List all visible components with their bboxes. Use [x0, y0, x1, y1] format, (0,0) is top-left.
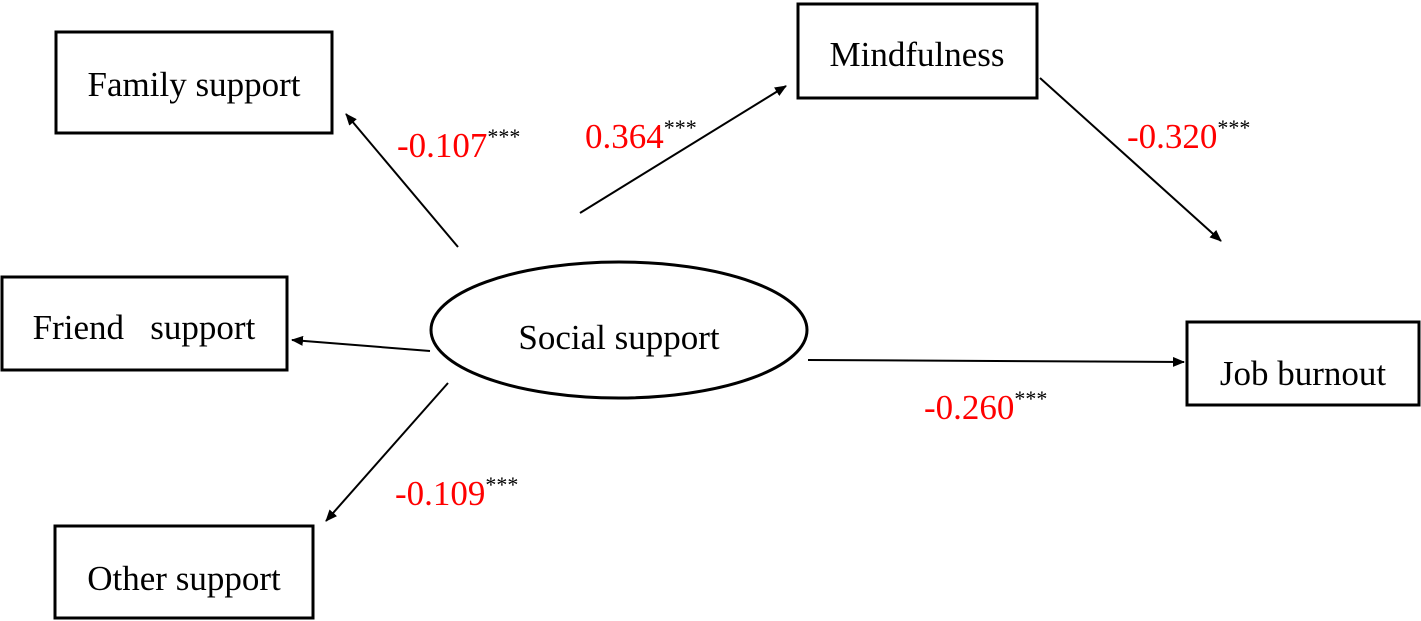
node-label: Mindfulness	[830, 35, 1005, 74]
edge-mindfulness-to-burnout	[1039, 77, 1222, 242]
coefficient-value: -0.260	[924, 388, 1014, 427]
node-friend-support: Friend support	[0, 275, 289, 372]
node-social-support: Social support	[429, 260, 809, 400]
coefficient-value: -0.109	[395, 474, 485, 513]
svg-text:-0.107***: -0.107***	[397, 124, 520, 165]
node-label: Other support	[87, 559, 281, 598]
coef-social-to-other: -0.109***	[395, 472, 518, 513]
edge-social-to-friend	[291, 335, 431, 352]
svg-text:-0.320***: -0.320***	[1127, 115, 1250, 156]
coef-social-to-family: -0.107***	[397, 124, 520, 165]
node-other-support: Other support	[53, 524, 315, 620]
svg-text:-0.260***: -0.260***	[924, 386, 1047, 427]
coefficient-value: -0.320	[1127, 117, 1217, 156]
edge-social-to-family	[345, 113, 459, 248]
coef-social-to-mindfulness: 0.364***	[585, 115, 697, 156]
significance-stars: ***	[485, 472, 518, 497]
coef-mindfulness-to-burnout: -0.320***	[1127, 115, 1250, 156]
significance-stars: ***	[487, 124, 520, 149]
svg-text:0.364***: 0.364***	[585, 115, 697, 156]
coefficient-value: 0.364	[585, 117, 664, 156]
significance-stars: ***	[1014, 386, 1047, 411]
node-label: Social support	[518, 318, 720, 357]
edge-social-to-other	[325, 382, 449, 522]
edge-social-to-burnout	[807, 356, 1185, 367]
significance-stars: ***	[664, 115, 697, 140]
coef-social-to-burnout: -0.260***	[924, 386, 1047, 427]
edge-social-to-mindfulness	[579, 85, 787, 214]
node-job-burnout: Job burnout	[1185, 320, 1421, 407]
node-mindfulness: Mindfulness	[796, 2, 1039, 100]
node-label: Friend support	[33, 308, 256, 347]
significance-stars: ***	[1217, 115, 1250, 140]
coefficient-value: -0.107	[397, 126, 487, 165]
svg-text:-0.109***: -0.109***	[395, 472, 518, 513]
node-label: Family support	[88, 65, 301, 104]
node-label: Job burnout	[1220, 354, 1387, 393]
node-family-support: Family support	[54, 30, 334, 135]
